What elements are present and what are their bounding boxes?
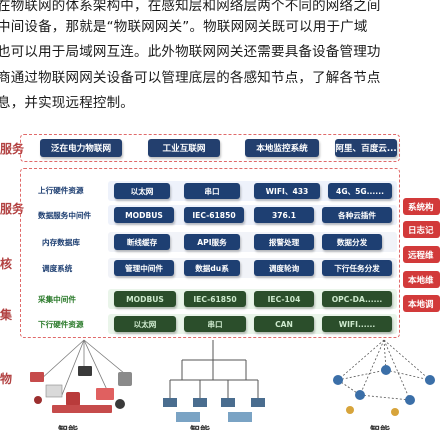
side-label-collect: 集 [0, 308, 13, 322]
service-4g-5g: 4G、5G...... [328, 183, 392, 199]
core-management-middleware: 管理中间件 [114, 260, 174, 276]
bottom-caption-right: 智能 [370, 422, 390, 430]
right-item-remote-maintenance: 远程维 [403, 246, 440, 263]
service-iec61850: IEC-61850 [184, 207, 244, 223]
service-serial: 串口 [184, 183, 240, 199]
core-upper-label: 内存数据库 [42, 238, 80, 247]
collect-lower-label: 下行硬件资源 [38, 320, 84, 329]
collect-opc-da: OPC-DA...... [322, 291, 392, 307]
core-data-distribution: 数据分发 [322, 234, 382, 250]
bottom-caption-left: 智能 [58, 422, 78, 430]
top-item-local-monitoring: 本地监控系统 [245, 139, 319, 157]
core-offline-cache: 断线缓存 [114, 234, 170, 250]
side-label-things: 物 [0, 372, 13, 386]
top-item-industrial-internet: 工业互联网 [148, 139, 220, 157]
intro-line: 在物联网的体系架构中，在感知层和网络层两个不同的网络之间 [0, 0, 381, 14]
collect-ethernet: 以太网 [114, 316, 176, 332]
collect-upper-label: 采集中间件 [38, 295, 76, 304]
service-cloud-plugins: 各种云插件 [322, 207, 392, 223]
collect-can: CAN [254, 316, 314, 332]
service-376-1: 376.1 [254, 207, 314, 223]
intro-line: 中间设备，那就是“物联网网关”。物联网网关既可以用于广域 [0, 19, 368, 35]
service-ethernet: 以太网 [114, 183, 170, 199]
intro-line: 也可以用于局域网互连。此外物联网网关还需要具备设备管理功 [0, 44, 381, 60]
intro-line: 商通过物联网网关设备可以管理底层的各感知节点，了解各节点 [0, 70, 381, 86]
right-device-network [333, 339, 435, 416]
top-item-cloud: 阿里、百度云... [335, 139, 397, 157]
top-item-power-iot: 泛在电力物联网 [40, 139, 122, 157]
right-item-system-config: 系统构 [403, 198, 440, 215]
side-label-app-service: 服务 [0, 142, 25, 156]
core-downlink-dispatch: 下行任务分发 [322, 260, 392, 276]
bottom-caption-middle: 智能 [190, 422, 210, 430]
gateway-frame [20, 168, 400, 338]
service-wifi-433: WIFI、433 [254, 183, 320, 199]
middle-device-tree [163, 340, 265, 422]
collect-serial: 串口 [184, 316, 246, 332]
core-scheduling-polling: 调度轮询 [254, 260, 314, 276]
service-lower-label: 数据服务中间件 [38, 211, 92, 220]
core-api-service: API服务 [184, 234, 240, 250]
collect-iec104: IEC-104 [254, 291, 314, 307]
right-item-logging: 日志记 [403, 221, 440, 238]
intro-text: 在物联网的体系架构中，在感知层和网络层两个不同的网络之间 中间设备，那就是“物联… [0, 0, 440, 128]
collect-modbus: MODBUS [114, 291, 176, 307]
side-label-service: 服务 [0, 202, 25, 216]
core-lower-label: 调度系统 [42, 264, 73, 273]
right-item-local-debug: 本地调 [403, 295, 440, 312]
collect-iec61850: IEC-61850 [184, 291, 246, 307]
collect-wifi: WIFI...... [322, 316, 392, 332]
top-row-frame [20, 134, 400, 162]
service-upper-label: 上行硬件资源 [38, 186, 84, 195]
left-device-cluster [30, 339, 132, 413]
core-data-system: 数据du系 [184, 260, 240, 276]
service-upper-panel [108, 181, 397, 201]
side-label-core: 核 [0, 257, 13, 271]
service-modbus: MODBUS [114, 207, 174, 223]
intro-line: 息，并实现远程控制。 [0, 95, 134, 111]
core-alarm-handling: 报警处理 [254, 234, 314, 250]
right-item-local-maintenance: 本地维 [403, 271, 440, 288]
